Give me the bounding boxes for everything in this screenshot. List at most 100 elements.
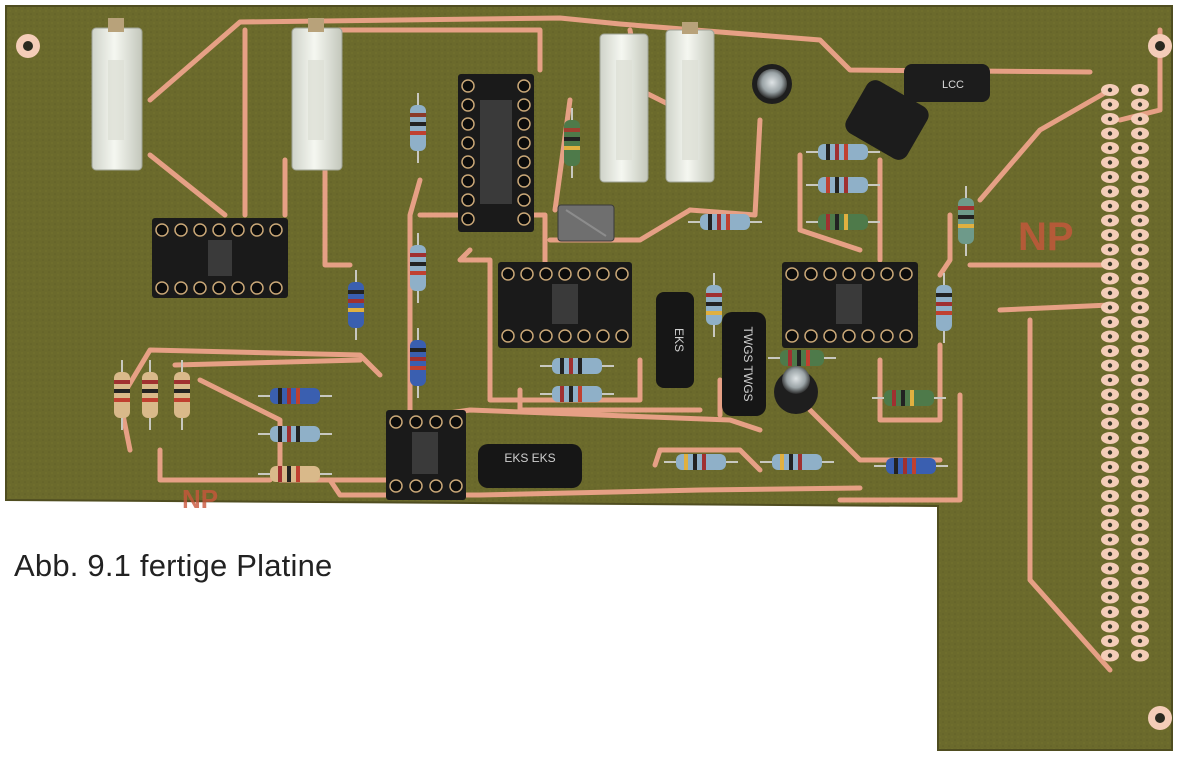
- resistor: [258, 426, 332, 442]
- socket-pin: [409, 415, 423, 429]
- header-pad: [1101, 620, 1119, 633]
- socket-pin: [461, 136, 475, 150]
- header-pad: [1101, 403, 1119, 415]
- socket-pin: [269, 281, 283, 295]
- header-pad: [1131, 403, 1149, 415]
- capacitor-print: LCC: [942, 79, 964, 91]
- socket-pin: [861, 329, 875, 343]
- header-pad: [1101, 345, 1119, 357]
- socket-pin: [461, 117, 475, 131]
- socket-pin: [899, 329, 913, 343]
- socket-pin: [861, 267, 875, 281]
- relay: [91, 18, 143, 171]
- socket-pin: [577, 329, 591, 343]
- film-capacitor: TWGS TWGS: [722, 312, 766, 416]
- socket-pin: [558, 329, 572, 343]
- header-pad: [1131, 504, 1149, 517]
- header-pad: [1131, 577, 1149, 589]
- socket-pin: [880, 267, 894, 281]
- electrolytic-capacitor: [774, 366, 818, 414]
- socket-pin: [389, 415, 403, 429]
- header-pad: [1101, 359, 1119, 372]
- header-pad: [1131, 113, 1149, 125]
- socket-pin: [449, 415, 463, 429]
- socket-pin: [429, 479, 443, 493]
- relay: [291, 18, 343, 171]
- header-pad: [1101, 490, 1119, 502]
- header-pad: [1131, 635, 1149, 647]
- header-pad: [1131, 446, 1149, 459]
- header-pad: [1131, 417, 1149, 430]
- resistor: [258, 466, 332, 482]
- header-pad: [1101, 156, 1119, 169]
- header-pad: [1101, 214, 1119, 227]
- socket-pin: [461, 155, 475, 169]
- capacitor-print: EKS EKS: [504, 451, 555, 465]
- resistor: [114, 360, 130, 430]
- socket-pin: [804, 329, 818, 343]
- header-pad: [1101, 316, 1119, 328]
- connector-header: [1101, 84, 1149, 662]
- header-pad: [1101, 287, 1119, 299]
- socket-pin: [785, 329, 799, 343]
- socket-pin: [517, 117, 531, 131]
- header-pad: [1101, 504, 1119, 517]
- ic-socket-8pin: [386, 410, 466, 500]
- header-pad: [1131, 200, 1149, 212]
- socket-pin: [842, 267, 856, 281]
- socket-pin: [193, 223, 207, 237]
- socket-pin: [501, 267, 515, 281]
- resistor: [174, 360, 190, 430]
- header-pad: [1101, 142, 1119, 154]
- header-pad: [1131, 475, 1149, 488]
- header-pad: [1131, 606, 1149, 618]
- header-pad: [1131, 272, 1149, 285]
- socket-pin: [517, 98, 531, 112]
- header-pad: [1131, 243, 1149, 256]
- header-pad: [1131, 98, 1149, 111]
- header-pad: [1131, 330, 1149, 343]
- header-pad: [1101, 432, 1119, 444]
- header-pad: [1101, 113, 1119, 125]
- header-pad: [1131, 156, 1149, 169]
- header-pad: [1101, 98, 1119, 111]
- header-pad: [1131, 301, 1149, 314]
- socket-pin: [461, 212, 475, 226]
- header-pad: [1101, 200, 1119, 212]
- film-capacitor: EKS: [656, 292, 694, 388]
- socket-pin: [520, 329, 534, 343]
- socket-pin: [517, 174, 531, 188]
- header-pad: [1101, 649, 1119, 662]
- electrolytic-capacitor: [752, 64, 792, 104]
- resistor: [768, 350, 836, 366]
- socket-pin: [517, 212, 531, 226]
- header-pad: [1101, 301, 1119, 314]
- resistor: [410, 93, 426, 163]
- resistor: [664, 454, 738, 470]
- socket-pin: [212, 281, 226, 295]
- resistor: [806, 177, 880, 193]
- header-pad: [1131, 432, 1149, 444]
- resistor: [760, 454, 834, 470]
- socket-pin: [596, 329, 610, 343]
- resistor: [872, 390, 946, 406]
- socket-pin: [823, 267, 837, 281]
- capacitor-print: EKS: [672, 328, 686, 352]
- resistor: [806, 144, 880, 160]
- header-pad: [1101, 258, 1119, 270]
- header-pad: [1101, 171, 1119, 183]
- header-pad: [1101, 591, 1119, 604]
- resistor: [958, 186, 974, 256]
- header-pad: [1101, 84, 1119, 96]
- socket-pin: [174, 223, 188, 237]
- header-pad: [1131, 214, 1149, 227]
- electrolytic-capacitor: [845, 80, 929, 160]
- header-pad: [1131, 649, 1149, 662]
- header-pad: [1131, 359, 1149, 372]
- socket-pin: [429, 415, 443, 429]
- header-pad: [1101, 475, 1119, 488]
- resistor: [564, 108, 580, 178]
- header-pad: [1131, 84, 1149, 96]
- socket-pin: [449, 479, 463, 493]
